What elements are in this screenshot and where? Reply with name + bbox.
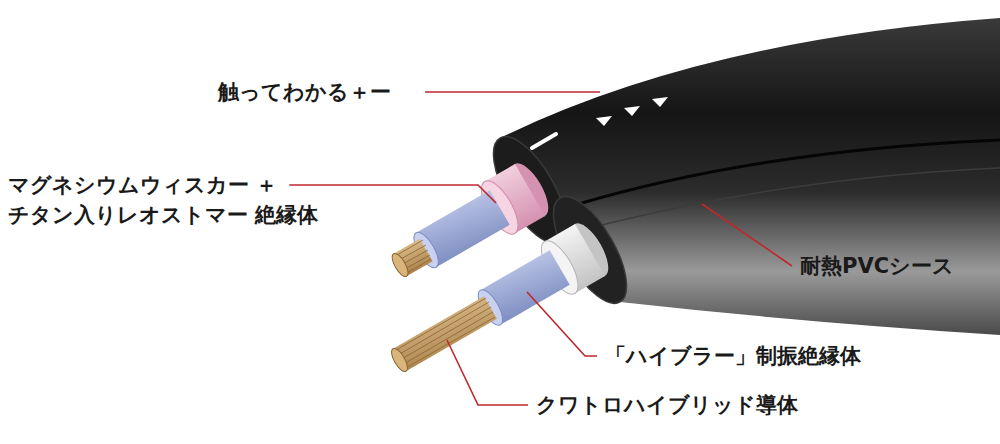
conductor-strands xyxy=(396,298,495,369)
leader-line xyxy=(447,340,528,405)
part-label: クワトロハイブリッド導体 xyxy=(536,390,798,420)
sheath-groove xyxy=(575,140,1000,205)
leader-line xyxy=(527,292,597,356)
part-label: 「ハイブラー」制振絶縁体 xyxy=(605,341,861,371)
part-label: マグネシウムウィスカー ＋ チタン入りレオストマー 絶縁体 xyxy=(8,170,344,230)
pvc-sheath xyxy=(500,18,1000,335)
copper-conductor xyxy=(393,296,497,371)
part-label: 耐熱PVCシース xyxy=(800,251,954,281)
leader-line xyxy=(425,91,600,93)
conductor-end xyxy=(389,251,411,279)
leader-line xyxy=(289,185,496,203)
polarity-dash xyxy=(532,134,556,148)
polarity-arrow xyxy=(624,106,640,116)
leader-line xyxy=(702,204,792,266)
polarity-arrow xyxy=(652,97,668,107)
polarity-arrow xyxy=(596,116,612,126)
part-label: 触ってわかる＋ー xyxy=(218,77,391,107)
sheath-groove xyxy=(560,168,1000,236)
conductor-end xyxy=(388,346,410,374)
